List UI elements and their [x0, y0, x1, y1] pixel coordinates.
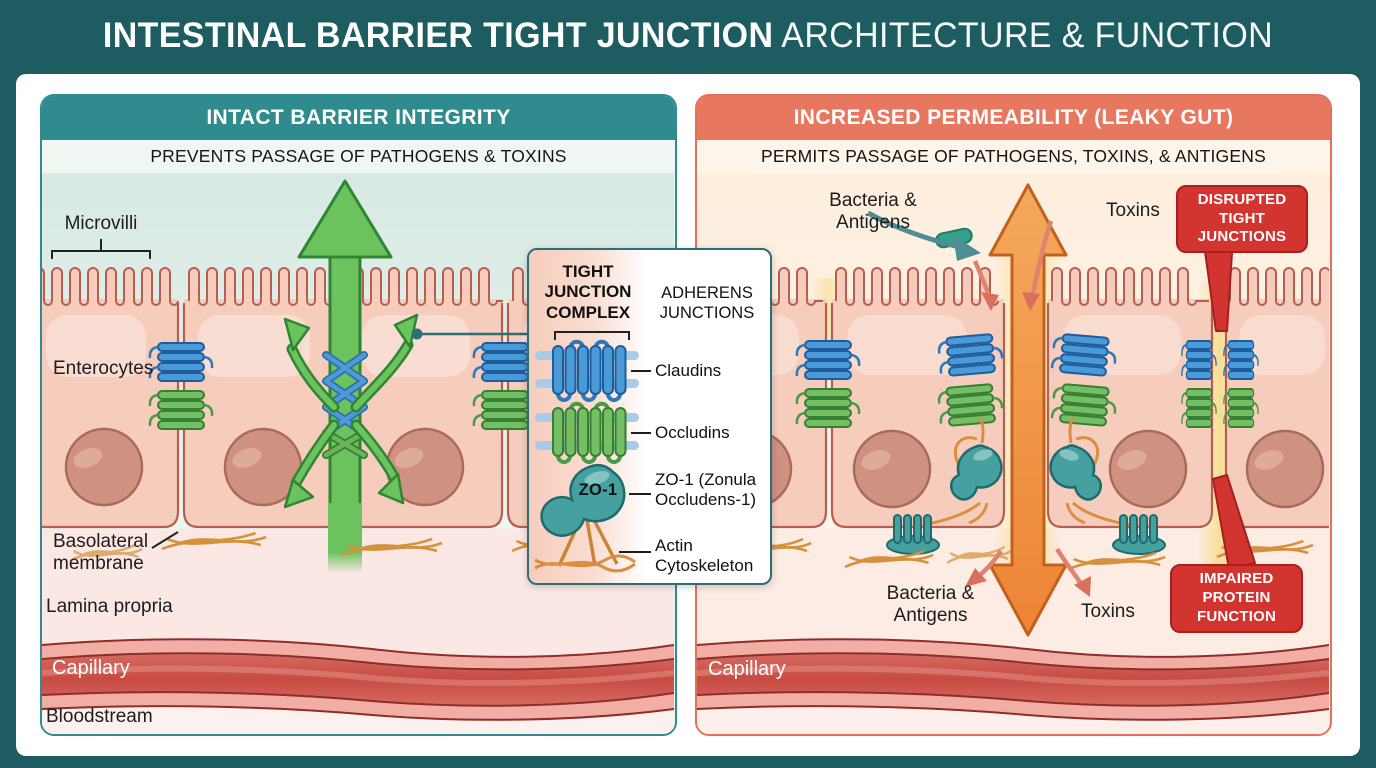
left-panel-header: INTACT BARRIER INTEGRITY	[42, 96, 675, 140]
displaced-zo1-proteins	[886, 416, 1166, 555]
legend-bracket	[554, 331, 630, 340]
right-capillary-label: Capillary	[708, 658, 786, 680]
page-title: INTESTINAL BARRIER TIGHT JUNCTION ARCHIT…	[21, 16, 1356, 56]
lamina-propria-label: Lamina propria	[46, 596, 173, 617]
bacteria-entry-arrow	[866, 210, 981, 261]
right-panel-subtitle: PERMITS PASSAGE OF PATHOGENS, TOXINS, & …	[697, 140, 1330, 173]
toxins-top-label: Toxins	[1106, 200, 1160, 221]
occludins-label: Occludins	[655, 423, 730, 442]
claudin-icon	[552, 339, 627, 402]
actin-cytoskeleton-label: Actin Cytoskeleton	[655, 536, 754, 576]
impaired-protein-function-callout: IMPAIRED PROTEIN FUNCTION	[1170, 564, 1303, 633]
microvilli-label: Microvilli	[64, 213, 138, 234]
basolateral-pointer-line	[151, 531, 179, 549]
left-capillary-label: Capillary	[52, 657, 130, 679]
microvilli-bracket	[51, 239, 151, 259]
legend-title: TIGHT JUNCTION COMPLEX	[544, 262, 632, 322]
enterocytes-label: Enterocytes	[53, 358, 154, 379]
disrupted-tight-junctions-callout: DISRUPTED TIGHT JUNCTIONS	[1176, 185, 1308, 253]
right-panel-header: INCREASED PERMEABILITY (LEAKY GUT)	[697, 96, 1330, 140]
tight-junction-legend: TIGHT JUNCTION COMPLEX ADHERENS JUNCTION…	[527, 248, 772, 585]
legend-icons-svg	[534, 331, 651, 573]
bacteria-antigens-top-label: Bacteria & Antigens	[829, 190, 917, 234]
zo1-label: ZO-1 (Zonula Occludens-1)	[655, 470, 757, 510]
tight-junction-braid	[322, 351, 368, 459]
occludin-icon	[552, 401, 627, 464]
page-title-regular: ARCHITECTURE & FUNCTION	[781, 16, 1274, 55]
zo1-badge: ZO-1	[578, 481, 618, 499]
leak-arrows-bottom	[965, 547, 1091, 597]
right-illustration-svg	[697, 173, 1329, 734]
capillary-vessel	[42, 638, 674, 721]
toxins-bottom-label: Toxins	[1081, 601, 1135, 622]
orange-permeability-arrow	[988, 183, 1068, 637]
page-title-bold: INTESTINAL BARRIER TIGHT JUNCTION	[102, 16, 774, 55]
basolateral-membrane-label: Basolateral membrane	[53, 531, 149, 575]
zo1-icon	[540, 463, 626, 537]
right-panel-illustration: Bacteria & Antigens Toxins DISRUPTED TIG…	[697, 173, 1329, 734]
capillary-vessel-right	[697, 638, 1329, 721]
bloodstream-label: Bloodstream	[46, 706, 153, 727]
content-canvas: INTACT BARRIER INTEGRITY PREVENTS PASSAG…	[16, 74, 1360, 756]
adherens-junctions-label: ADHERENS JUNCTIONS	[659, 284, 755, 322]
claudins-label: Claudins	[655, 361, 722, 380]
panel-leaky-gut: INCREASED PERMEABILITY (LEAKY GUT) PERMI…	[695, 94, 1332, 736]
left-panel-subtitle: PREVENTS PASSAGE OF PATHOGENS & TOXINS	[42, 140, 675, 173]
leak-arrows-top	[972, 220, 1054, 311]
bacteria-antigens-bottom-label: Bacteria & Antigens	[886, 583, 975, 627]
